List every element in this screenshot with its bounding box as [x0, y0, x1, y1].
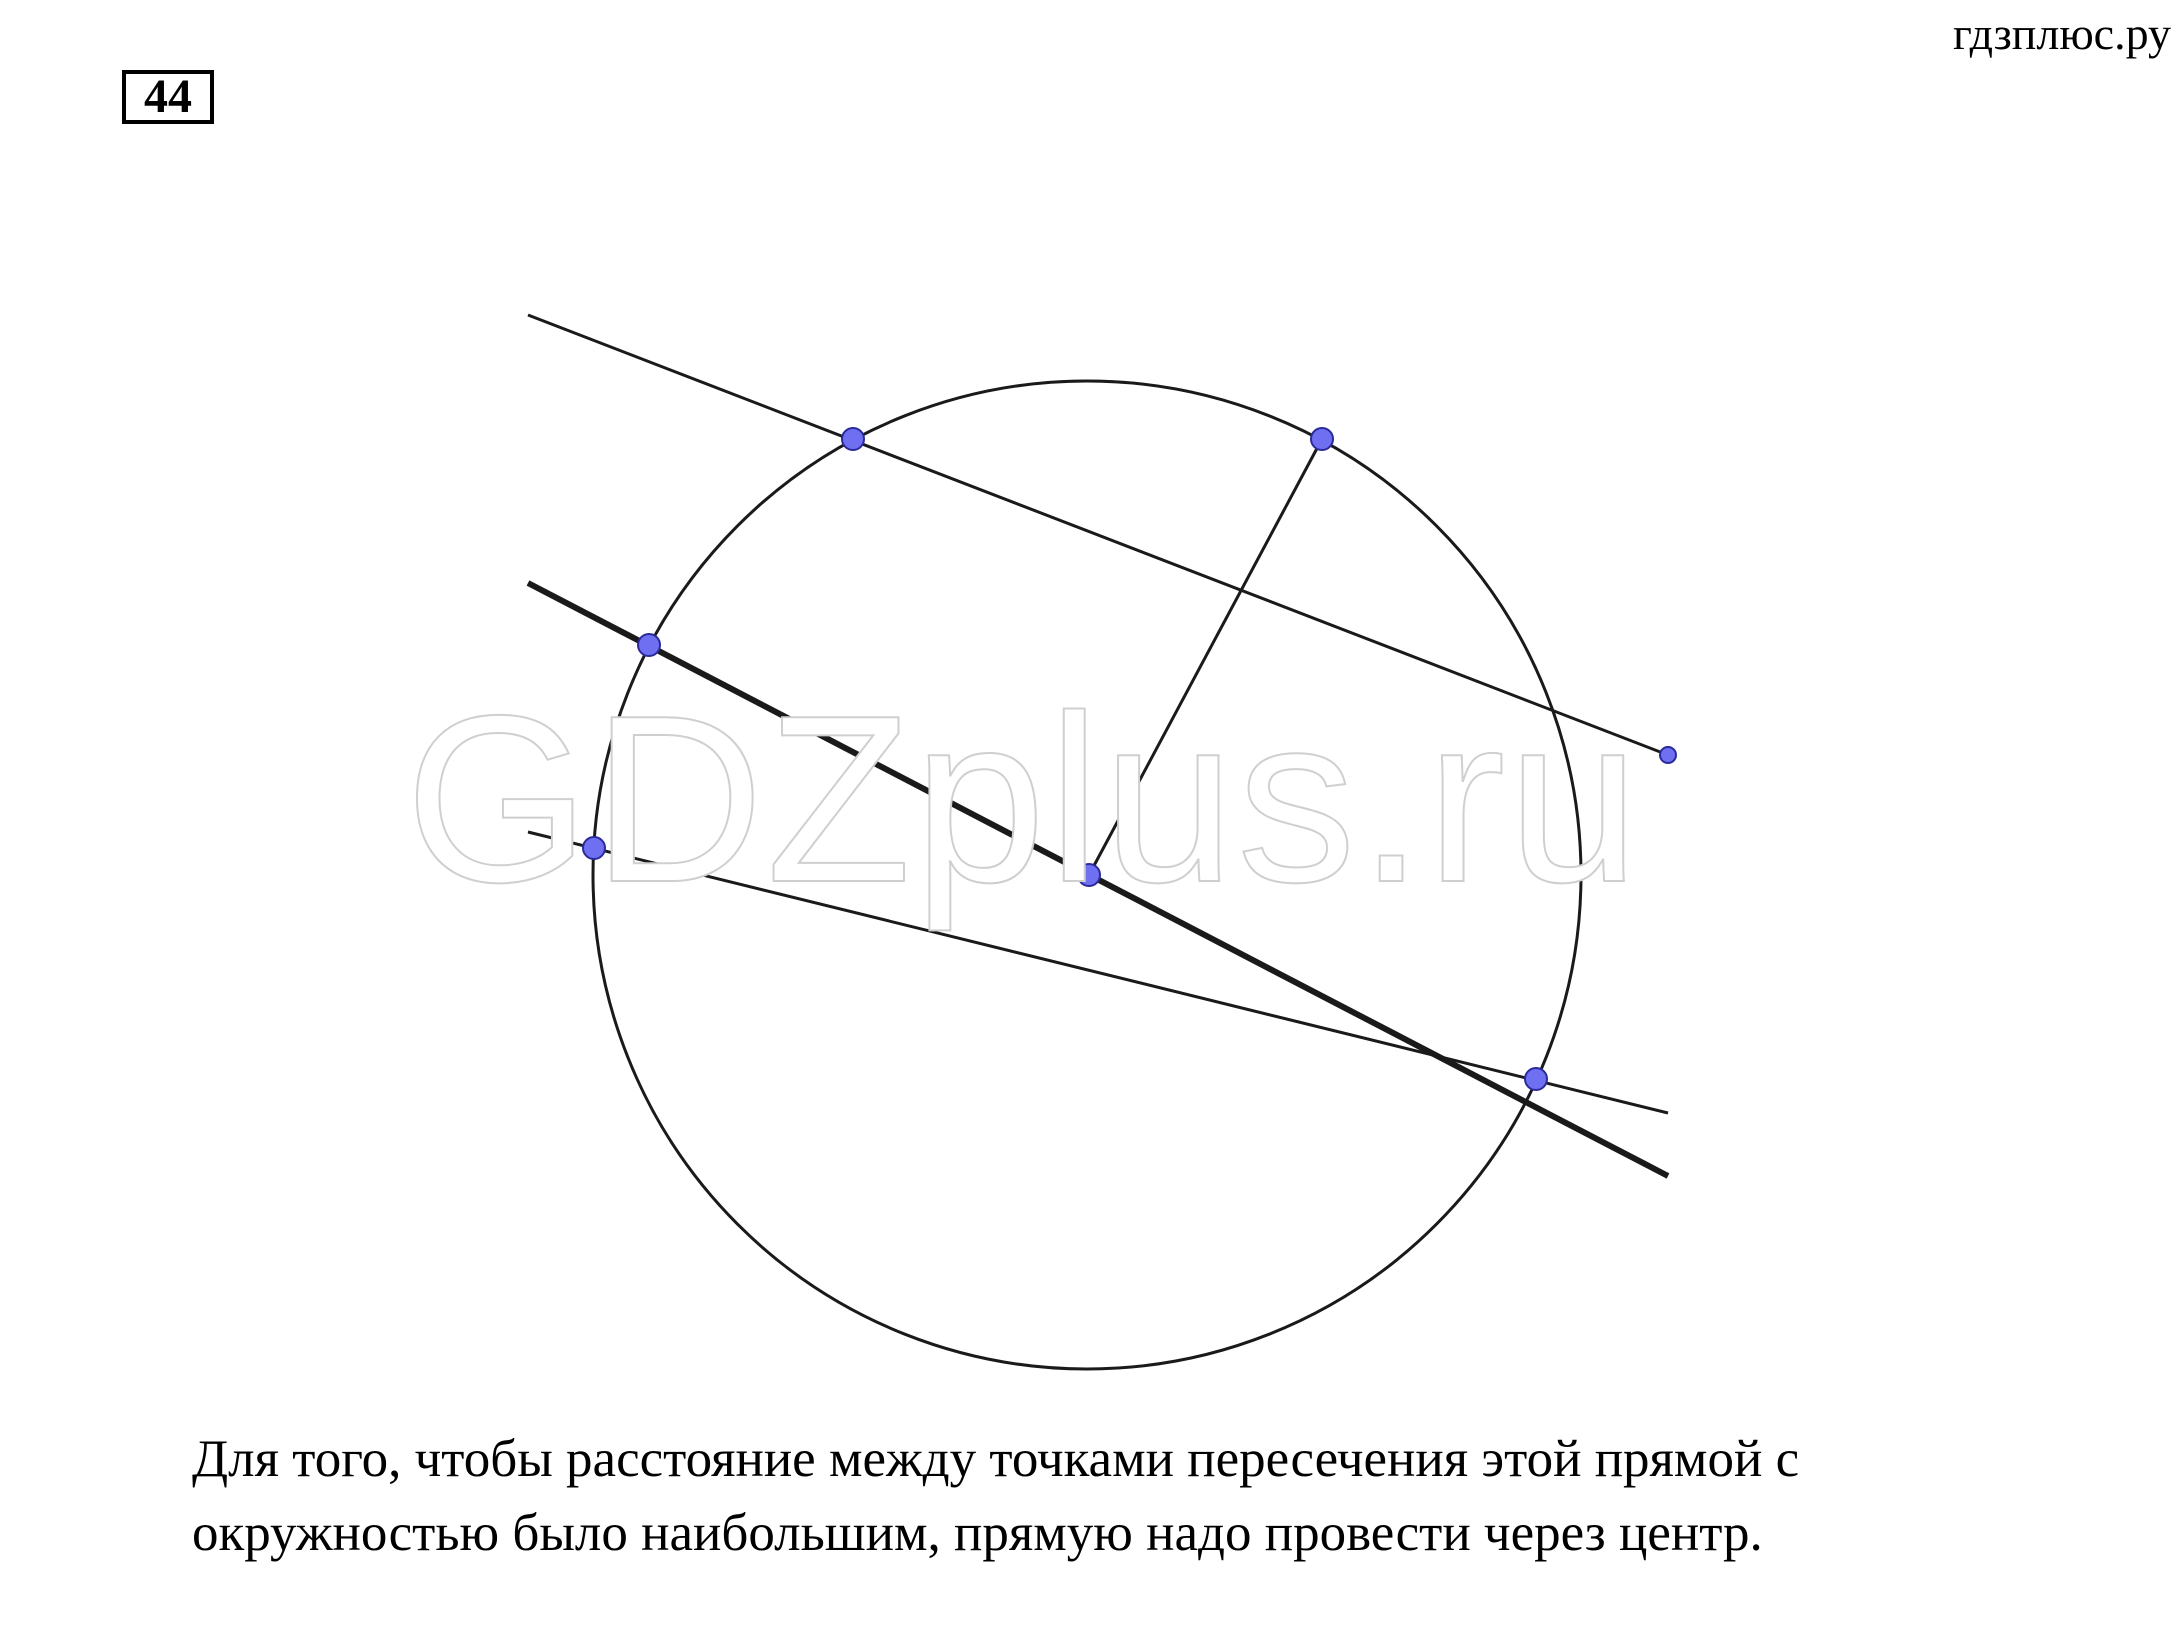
caption-line-1: Для того, чтобы расстояние между точками… — [192, 1430, 1800, 1488]
point-left-upper — [637, 633, 661, 657]
point-left-lower — [582, 836, 606, 860]
caption-text: Для того, чтобы расстояние между точками… — [192, 1422, 2092, 1570]
point-upper-right — [1310, 427, 1334, 451]
point-line-end — [1659, 746, 1677, 764]
point-upper-left — [841, 427, 865, 451]
caption-line-2: окружностью было наибольшим, прямую надо… — [192, 1504, 1763, 1562]
site-label: гдзплюс.ру — [1953, 8, 2171, 59]
point-right-lower — [1524, 1067, 1548, 1091]
radius-segment — [1087, 438, 1324, 876]
circle — [591, 379, 1583, 1371]
problem-number-box: 44 — [122, 70, 214, 124]
watermark-text: GDZplus.ru — [404, 667, 1642, 932]
chord-line-upper — [527, 313, 1669, 757]
chord-line-lower — [527, 830, 1669, 1115]
point-center — [1077, 863, 1101, 887]
